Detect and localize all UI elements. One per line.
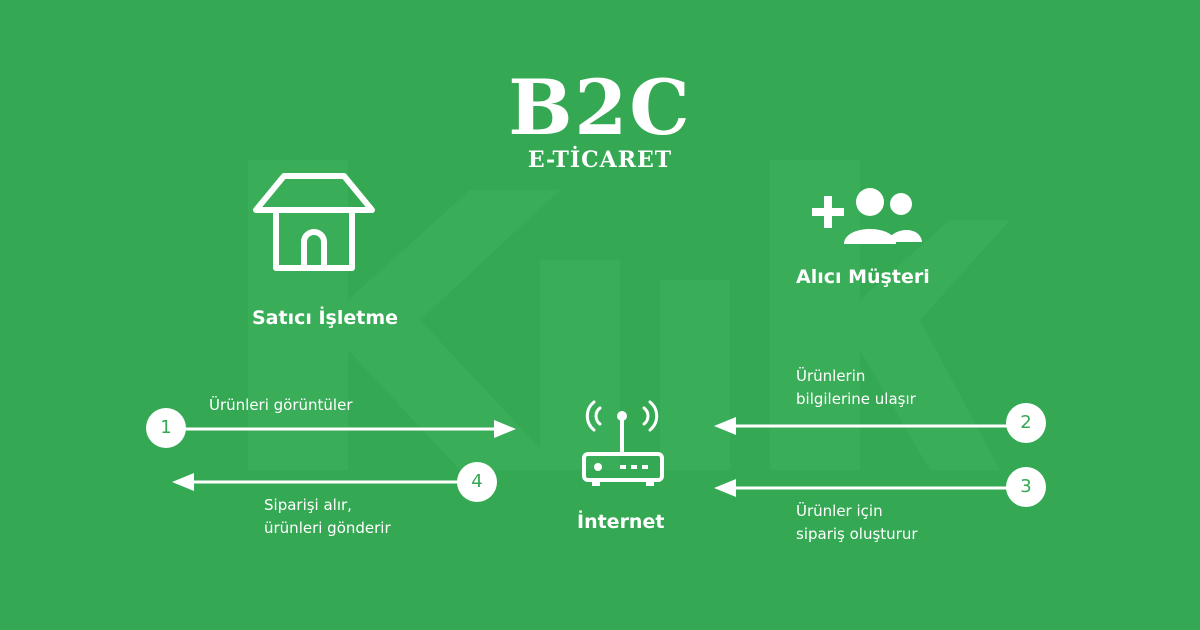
step-4-text-line-2: ürünleri gönderir xyxy=(264,519,391,537)
store-icon xyxy=(253,173,375,271)
step-2-text-line-2: bilgilerine ulaşır xyxy=(796,390,916,408)
seller-label: Satıcı İşletme xyxy=(252,307,399,329)
step-4-badge: 4 xyxy=(457,462,497,502)
buyer-label: Alıcı Müşteri xyxy=(796,266,930,288)
router-icon xyxy=(582,400,664,486)
step-1-badge: 1 xyxy=(146,408,186,448)
step-1-text: Ürünleri görüntüler xyxy=(209,396,353,414)
step-3-text: Ürünler için sipariş oluşturur xyxy=(796,500,918,546)
step-4-text-line-1: Siparişi alır, xyxy=(264,496,352,514)
step-4-text: Siparişi alır, ürünleri gönderir xyxy=(264,494,391,540)
step-2-text: Ürünlerin bilgilerine ulaşır xyxy=(796,365,916,411)
add-users-icon xyxy=(812,188,922,244)
diagram-title: B2C xyxy=(508,63,692,152)
internet-label: İnternet xyxy=(577,511,665,533)
step-3-text-line-1: Ürünler için xyxy=(796,502,883,520)
diagram-subtitle: E-TİCARET xyxy=(527,147,673,173)
step-2-badge: 2 xyxy=(1006,403,1046,443)
step-3-text-line-2: sipariş oluşturur xyxy=(796,525,918,543)
step-2-text-line-1: Ürünlerin xyxy=(796,367,866,385)
step-3-badge: 3 xyxy=(1006,467,1046,507)
